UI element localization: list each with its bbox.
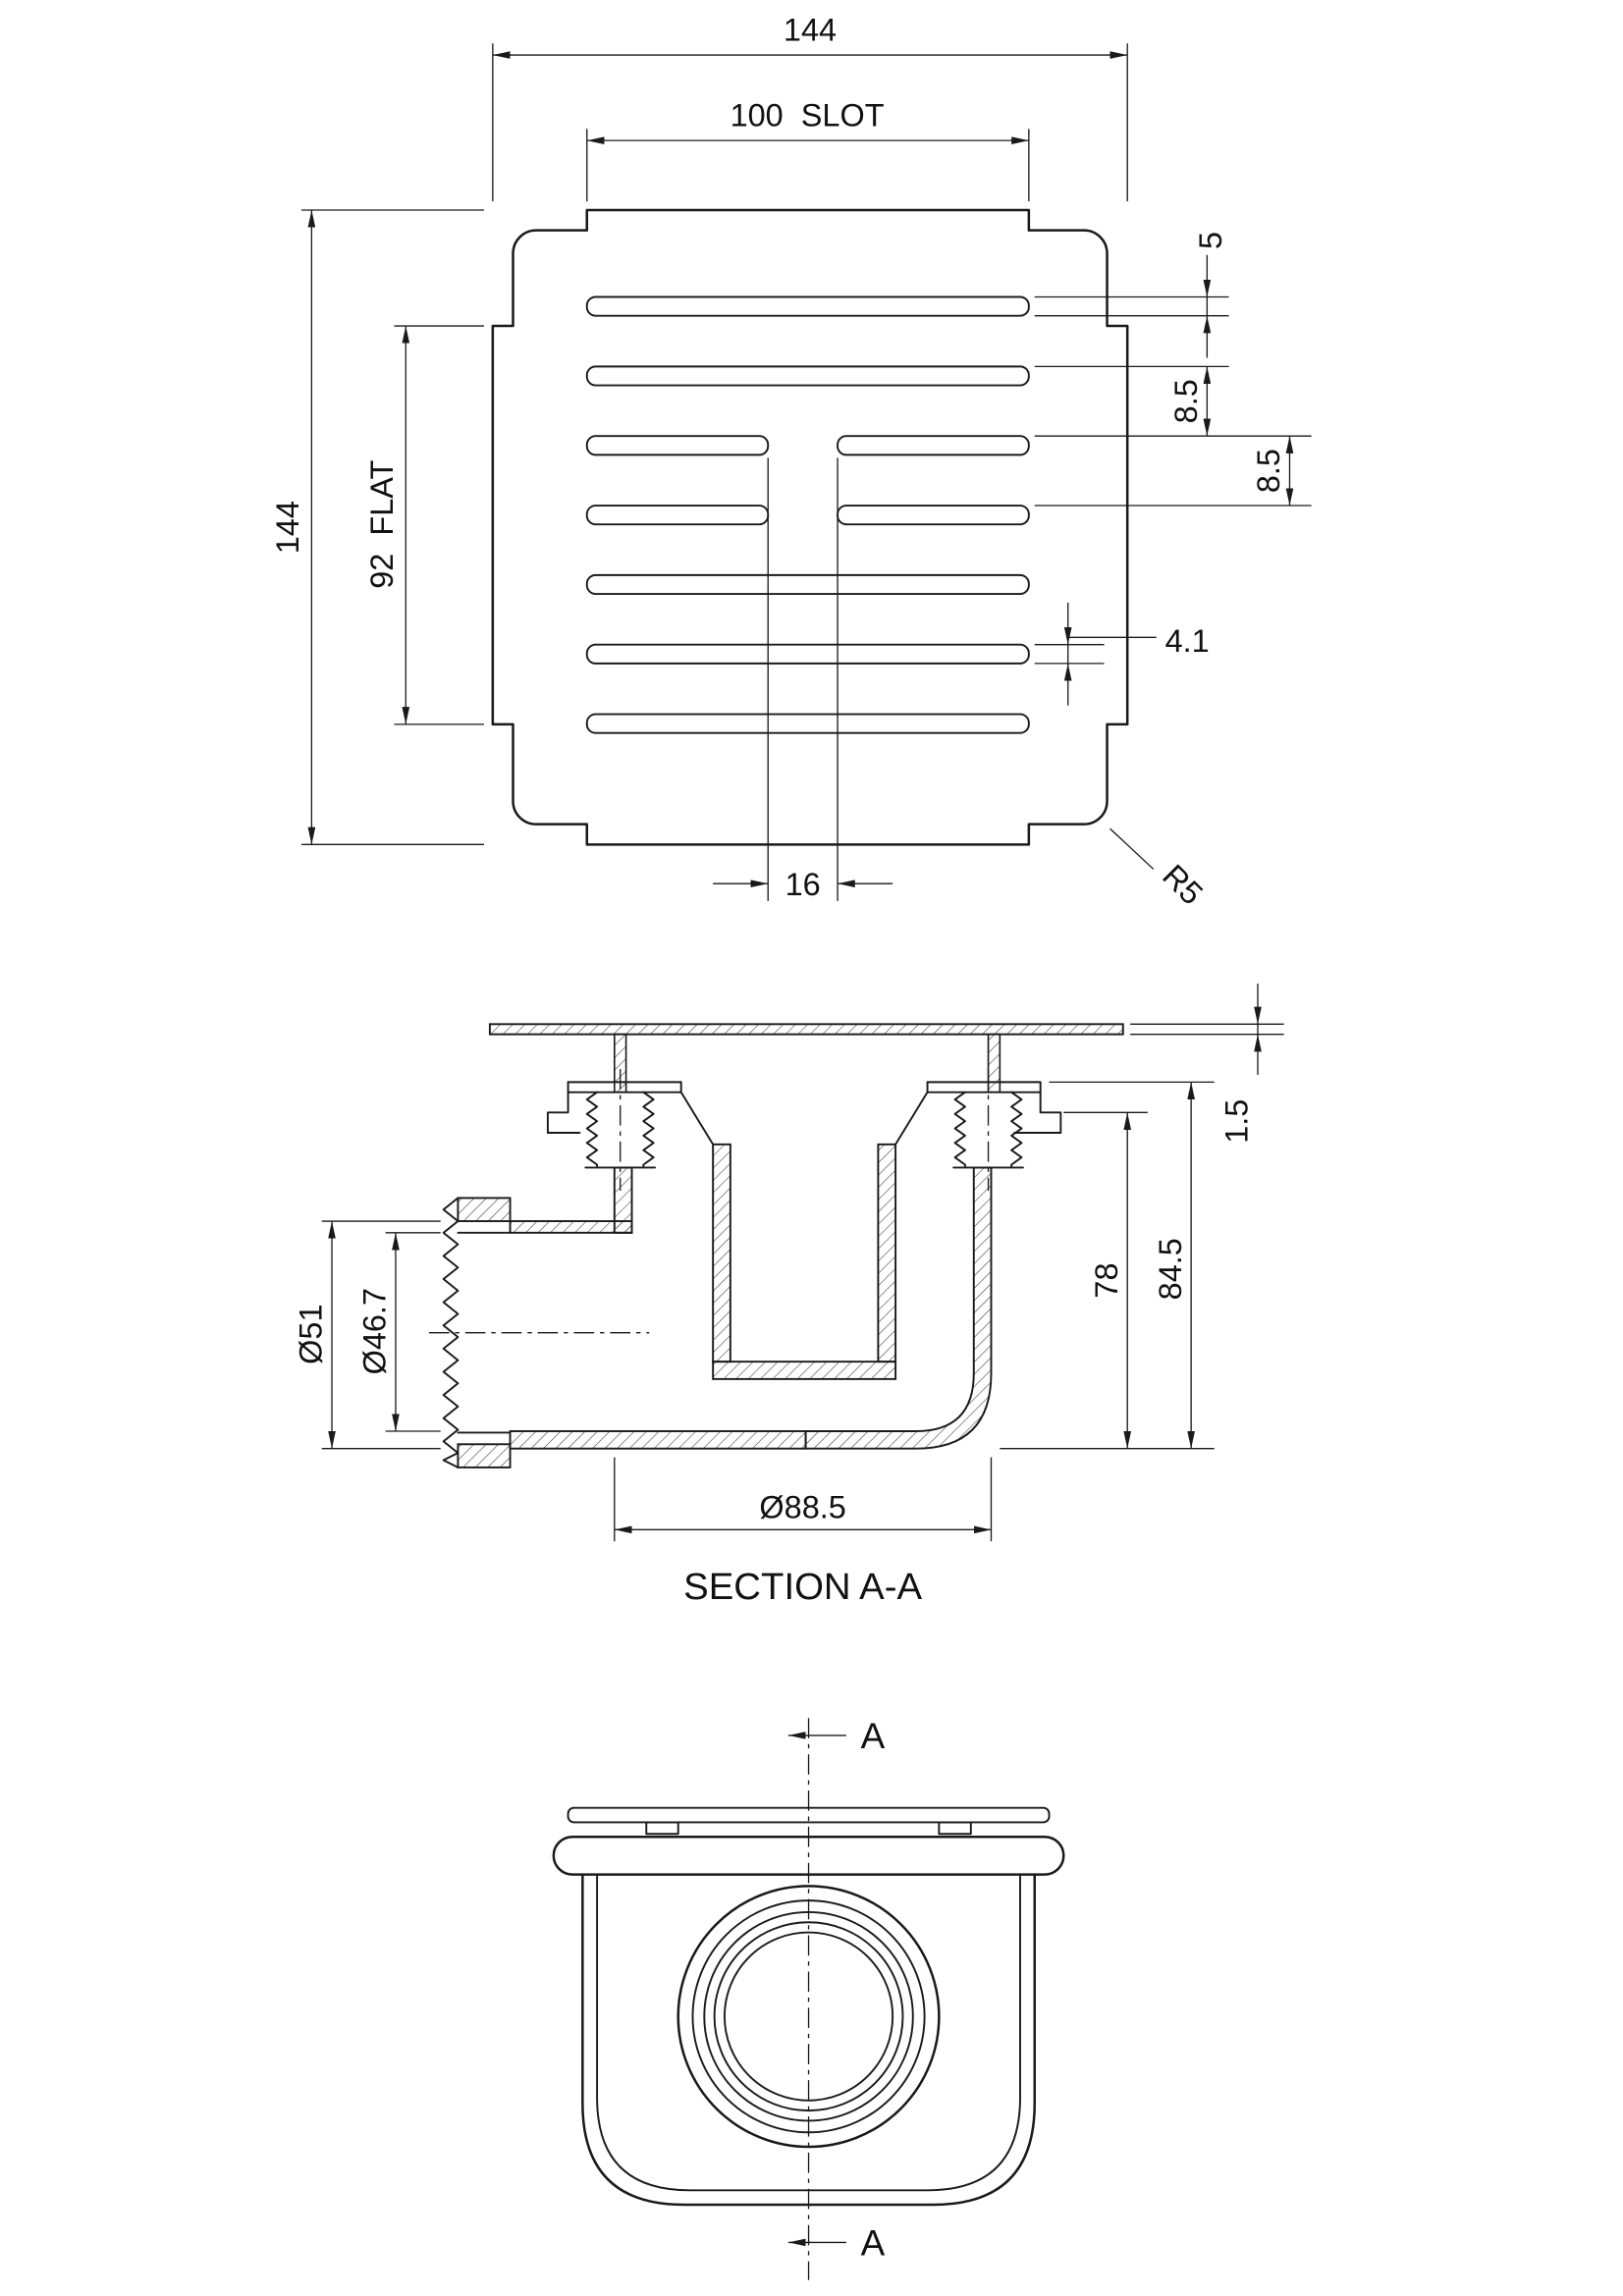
body-outline	[581, 1873, 1037, 2207]
dim-slot-width: 100 SLOT	[586, 97, 1030, 202]
grate-slot	[585, 295, 1030, 317]
trap-body	[509, 1166, 993, 1450]
grate-edge	[567, 1806, 1051, 1824]
grate-slots	[585, 295, 1030, 734]
inner-cup	[679, 1091, 929, 1380]
dim-slot-height-label: 4.1	[1165, 623, 1210, 659]
grate-slot	[837, 435, 1030, 456]
threaded-end	[442, 1197, 460, 1468]
dim-center-gap: 16	[713, 457, 893, 902]
grate-clip-leg	[987, 1033, 1001, 1094]
dim-pitch-a: 8.5	[1034, 365, 1312, 437]
dim-outlet-id-label: Ø46.7	[357, 1288, 393, 1374]
dim-body-diameter: Ø88.5	[614, 1457, 993, 1542]
dim-outlet-id: Ø46.7	[357, 1232, 441, 1432]
clip-tab	[645, 1821, 679, 1836]
centerlines	[428, 1069, 990, 1334]
dim-edge-gap-label: 5	[1193, 232, 1228, 249]
dim-outlet-od-label: Ø51	[294, 1304, 329, 1363]
dim-edge-gap: 5	[1034, 232, 1229, 358]
dim-corner-radius-label: R5	[1156, 858, 1210, 912]
grate-slot	[585, 505, 770, 526]
dim-total-depth: 84.5	[1049, 1081, 1215, 1449]
dim-slot-height: 4.1	[1034, 602, 1210, 706]
dim-flat: 92 FLAT	[364, 325, 484, 725]
section-view: 1.5 78 84.5 Ø51 Ø46.7	[294, 984, 1284, 1608]
outlet-pipe	[442, 1197, 633, 1468]
section-marker-bottom-label: A	[861, 2223, 886, 2264]
section-caption: SECTION A-A	[683, 1566, 922, 1608]
dim-pitch-b-label: 8.5	[1251, 449, 1286, 493]
flange-ring	[546, 1081, 1062, 1134]
section-marker-top: A	[787, 1716, 886, 1756]
dim-overall-height-label: 144	[270, 501, 305, 554]
dim-corner-radius: R5	[1109, 828, 1210, 912]
dim-slot-width-label: 100 SLOT	[730, 97, 885, 133]
drain-body-bottom-view	[552, 1806, 1065, 2207]
dim-body-depth: 78	[1000, 1111, 1215, 1450]
dim-body-diameter-label: Ø88.5	[759, 1490, 845, 1525]
dim-overall-width: 144	[492, 12, 1128, 202]
grate-slot	[585, 365, 1030, 387]
dim-overall-height: 144	[270, 209, 484, 846]
outlet-circles	[676, 1885, 941, 2149]
dim-plate-thickness: 1.5	[1130, 984, 1284, 1144]
grate-slot	[585, 573, 1030, 596]
flange-edge	[552, 1835, 1065, 1876]
grate-slot	[585, 435, 770, 456]
grate-outline	[491, 208, 1129, 846]
dim-flat-label: 92 FLAT	[364, 460, 400, 589]
dim-outlet-od: Ø51	[294, 1220, 441, 1450]
body-inner-line	[596, 1873, 1021, 2192]
dim-center-gap-label: 16	[785, 867, 821, 902]
threaded-collars	[584, 1091, 1024, 1169]
dim-pitch-b: 8.5	[1034, 436, 1312, 507]
dim-total-depth-label: 84.5	[1153, 1238, 1188, 1300]
dim-body-depth-label: 78	[1089, 1262, 1124, 1298]
section-marker-bottom: A	[787, 2223, 886, 2264]
bottom-view: A A	[552, 1716, 1065, 2280]
grate-slot	[585, 643, 1030, 665]
dim-plate-thickness-label: 1.5	[1219, 1099, 1255, 1144]
section-marker-top-label: A	[861, 1716, 886, 1756]
grate-slot	[837, 505, 1030, 526]
top-view: 144 100 SLOT 144 92 FLAT 5	[270, 12, 1312, 912]
dim-pitch-a-label: 8.5	[1168, 379, 1204, 423]
clip-tab	[938, 1821, 972, 1836]
grate-slot	[585, 713, 1030, 734]
dim-overall-width-label: 144	[784, 12, 837, 47]
grate-plate-section	[488, 1023, 1124, 1036]
